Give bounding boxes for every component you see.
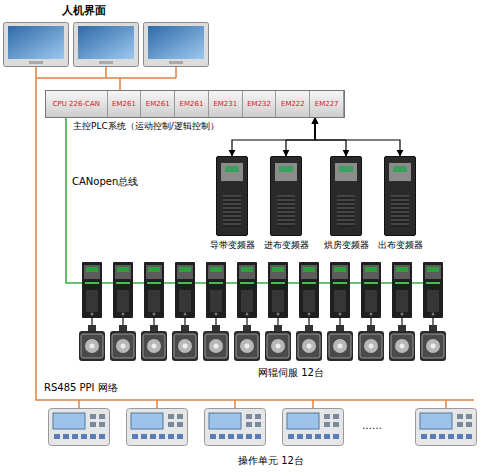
inverter-display: [393, 166, 407, 172]
bus-label: CANopen总线: [72, 176, 138, 188]
io-module: EM261: [175, 91, 209, 117]
inverter-label: 进布变频器: [264, 240, 309, 251]
module-label: EM261: [146, 100, 170, 109]
network-label: RS485 PPI 网络: [44, 382, 118, 394]
module-label: EM231: [213, 100, 237, 109]
inverter-display: [225, 166, 239, 172]
inverter: 导带变频器: [216, 156, 248, 236]
inverter-label: 出布变频器: [378, 240, 423, 251]
plc-rack: CPU 226-CAN EM261 EM261 EM261 EM231 EM232 EM22…: [45, 90, 345, 118]
inverter-vents: [337, 195, 355, 227]
inverter-display: [339, 166, 353, 172]
control-connector: [286, 118, 315, 156]
ellipsis-mark: ……: [362, 420, 382, 432]
io-module: EM261: [108, 91, 142, 117]
io-module: EM232: [243, 91, 277, 117]
module-label: EM261: [180, 100, 204, 109]
inverter: 出布变频器: [384, 156, 416, 236]
module-label: EM232: [247, 100, 271, 109]
io-module: EM231: [209, 91, 243, 117]
inverter-label: 导带变频器: [210, 240, 255, 251]
inverter-display: [279, 166, 293, 172]
control-connector: [315, 118, 346, 156]
module-label: EM227: [315, 100, 339, 109]
inverter: 烘房变频器: [330, 156, 362, 236]
io-module: EM261: [141, 91, 175, 117]
inverter-vents: [391, 195, 409, 227]
module-label: EM222: [281, 100, 305, 109]
unit-caption: 操作单元 12台: [238, 455, 304, 467]
inverter: 进布变频器: [270, 156, 302, 236]
inverter-vents: [277, 195, 295, 227]
inverter-label: 烘房变频器: [324, 240, 369, 251]
control-connector: [232, 118, 315, 156]
control-connector: [315, 118, 400, 156]
servo-caption: 网辊伺服 12台: [258, 367, 324, 379]
system-caption: 主控PLC系统（运动控制/逻辑控制）: [73, 121, 219, 132]
inverter-vents: [223, 195, 241, 227]
io-module: EM222: [276, 91, 310, 117]
hmi-caption: 人机界面: [62, 4, 106, 17]
module-label: EM261: [112, 100, 136, 109]
io-module: CPU 226-CAN: [46, 91, 108, 117]
module-label: CPU 226-CAN: [53, 100, 100, 109]
io-module: EM227: [310, 91, 344, 117]
